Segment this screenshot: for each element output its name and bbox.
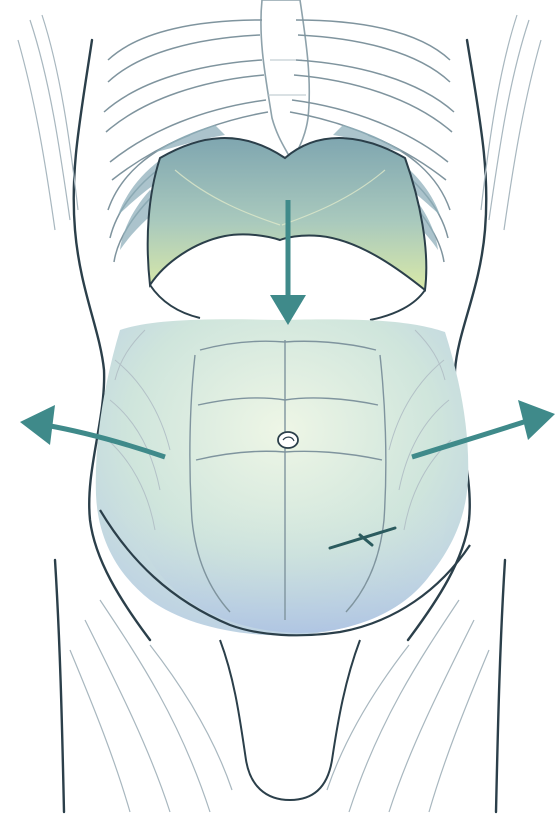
abdomen [96, 319, 470, 635]
sternum [261, 0, 309, 162]
pelvis [220, 640, 360, 800]
navel [278, 432, 298, 448]
